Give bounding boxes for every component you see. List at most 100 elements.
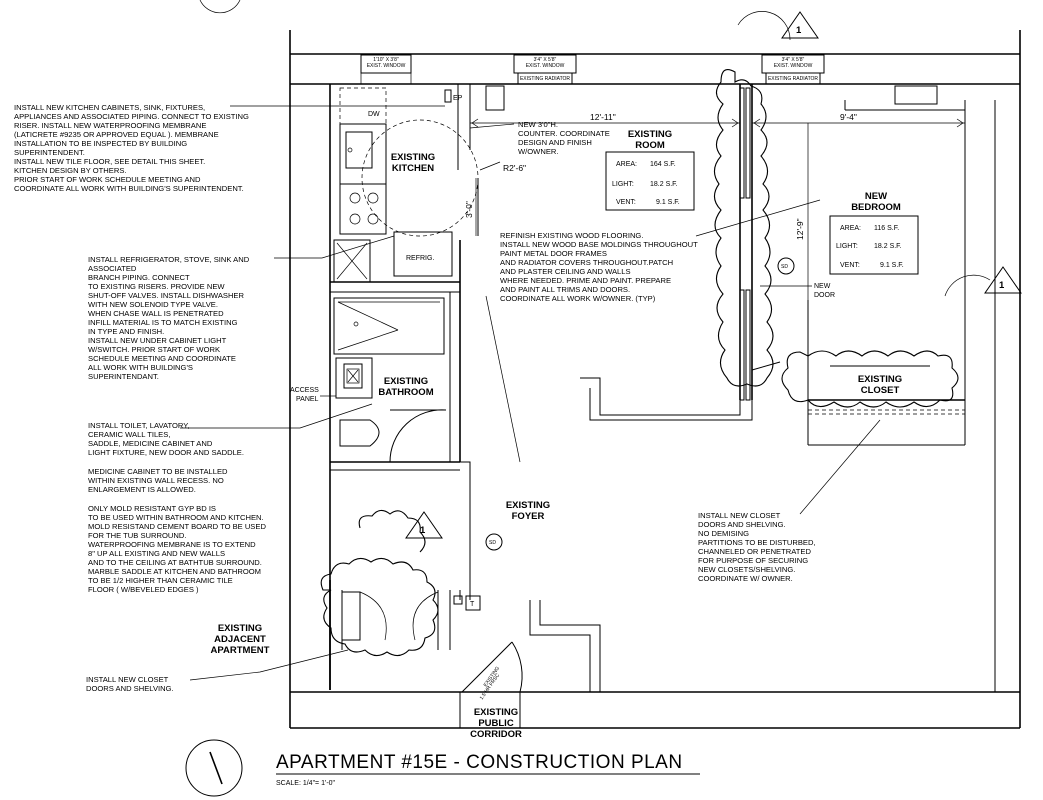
- kitchen-note-line-3: RISER. INSTALL NEW WATERPROOFING MEMBRAN…: [14, 121, 206, 130]
- adjacent-label-2: ADJACENT: [214, 634, 266, 645]
- gyp-note-line-1: ONLY MOLD RESISTANT GYP BD IS: [88, 504, 216, 513]
- foyer-label-1: EXISTING: [506, 500, 550, 511]
- closet-right-note-line-3: NO DEMISING: [698, 529, 749, 538]
- gyp-note-line-8: MARBLE SADDLE AT KITCHEN AND BATHROOM: [88, 567, 261, 576]
- bedroom-radiator-label: EXISTING RADIATOR: [768, 76, 818, 82]
- electrical-panel-label: EP: [453, 95, 463, 102]
- flooring-note-line-8: COORDINATE ALL WORK W/OWNER. (TYP): [500, 294, 656, 303]
- refrigerator-note-line-2: ASSOCIATED: [88, 264, 137, 273]
- gyp-note-line-4: FOR THE TUB SURROUND.: [88, 531, 186, 540]
- room-radiator-label: EXISTING RADIATOR: [520, 76, 570, 82]
- refrigerator-note-line-11: W/SWITCH. PRIOR START OF WORK: [88, 345, 220, 354]
- kitchen-note-line-9: PRIOR START OF WORK SCHEDULE MEETING AND: [14, 175, 201, 184]
- corridor-label-2: PUBLIC: [478, 718, 514, 729]
- bathroom-fixtures: [333, 297, 447, 463]
- flooring-note-line-7: AND PAINT ALL TRIMS AND DOORS.: [500, 285, 630, 294]
- access-panel-label-1: ACCESS: [290, 387, 319, 394]
- revision-tag-right: 1: [999, 280, 1005, 291]
- kitchen-window: 1'10" X 3'8" EXIST. WINDOW: [360, 54, 412, 85]
- bedroom-width-dim: 9'-4": [840, 112, 857, 122]
- room-label-2: ROOM: [635, 140, 665, 151]
- access-panel-label-2: PANEL: [296, 396, 319, 403]
- room-window-size: 3'4" X 5'8": [534, 57, 557, 63]
- gyp-note-line-9: TO BE 1/2 HIGHER THAN CERAMIC TILE: [88, 576, 233, 585]
- interior-walls: [329, 84, 966, 728]
- kitchen-depth-dim: 3'-0": [464, 201, 474, 218]
- kitchen-note-line-6: SUPERINTENDENT.: [14, 148, 85, 157]
- flooring-note-line-5: AND PLASTER CEILING AND WALLS: [500, 267, 631, 276]
- new-door-label-1: NEW: [814, 283, 831, 290]
- revision-tag-bottom: 1: [420, 525, 426, 536]
- closet-right-note-line-1: INSTALL NEW CLOSET: [698, 511, 781, 520]
- foyer-label-2: FOYER: [512, 511, 545, 522]
- bedroom-area-label: AREA:: [840, 225, 861, 232]
- bedroom-window-size: 3'4" X 5'8": [782, 57, 805, 63]
- toilet-note-line-3: SADDLE, MEDICINE CABINET AND: [88, 439, 213, 448]
- door-swing-dim: R2'-6": [503, 163, 526, 173]
- room-vent-label: VENT:: [616, 199, 636, 206]
- room-vent-value: 9.1 S.F.: [656, 199, 680, 206]
- thermostat-label: T: [470, 601, 475, 608]
- bedroom-area-table: AREA: 116 S.F. LIGHT: 18.2 S.F. VENT: 9.…: [829, 215, 919, 275]
- kitchen-note-line-7: INSTALL NEW TILE FLOOR, SEE DETAIL THIS …: [14, 157, 205, 166]
- kitchen-fixtures: DW REFRIG. EP: [333, 87, 479, 283]
- bedroom-label-1: NEW: [865, 191, 887, 202]
- closet-left-note-line-1: INSTALL NEW CLOSET: [86, 675, 169, 684]
- room-light-value: 18.2 S.F.: [650, 181, 678, 188]
- title-block: APARTMENT #15E - CONSTRUCTION PLAN SCALE…: [185, 0, 700, 797]
- room-area-table: AREA: 164 S.F. LIGHT: 18.2 S.F. VENT: 9.…: [605, 151, 695, 211]
- flooring-note: REFINISH EXISTING WOOD FLOORING. INSTALL…: [485, 199, 821, 463]
- refrigerator-note-line-3: BRANCH PIPING. CONNECT: [88, 273, 190, 282]
- flooring-note-line-6: WHERE NEEDED. PRIME AND PAINT. PREPARE: [500, 276, 671, 285]
- plan-title: APARTMENT #15E - CONSTRUCTION PLAN: [276, 752, 683, 773]
- medicine-note: MEDICINE CABINET TO BE INSTALLED WITHIN …: [88, 467, 228, 494]
- smoke-detector-bedroom: [777, 257, 795, 275]
- refrigerator-note: INSTALL REFRIGERATOR, STOVE, SINK AND AS…: [88, 235, 395, 381]
- refrigerator-note-line-10: INSTALL NEW UNDER CABINET LIGHT: [88, 336, 227, 345]
- kitchen-note-line-8: KITCHEN DESIGN BY OTHERS.: [14, 166, 127, 175]
- adjacent-label-1: EXISTING: [218, 623, 262, 634]
- bedroom-area-value: 116 S.F.: [874, 225, 899, 232]
- closet-right-note-line-4: PARTITIONS TO BE DISTURBED,: [698, 538, 816, 547]
- room-window-label: EXIST. WINDOW: [526, 63, 565, 69]
- refrigerator-note-line-5: SHUT-OFF VALVES. INSTALL DISHWASHER: [88, 291, 244, 300]
- refrigerator-note-line-8: INFILL MATERIAL IS TO MATCH EXISTING: [88, 318, 238, 327]
- kitchen-note-line-2: APPLIANCES AND ASSOCIATED PIPING. CONNEC…: [14, 112, 249, 121]
- toilet-note-line-1: INSTALL TOILET, LAVATORY,: [88, 421, 189, 430]
- flooring-note-line-1: REFINISH EXISTING WOOD FLOORING.: [500, 231, 643, 240]
- kitchen-note: INSTALL NEW KITCHEN CABINETS, SINK, FIXT…: [14, 103, 445, 193]
- closet-right-note-line-6: FOR PURPOSE OF SECURING: [698, 556, 808, 565]
- closet-right-note: INSTALL NEW CLOSET DOORS AND SHELVING. N…: [698, 419, 881, 583]
- toilet-note: INSTALL TOILET, LAVATORY, CERAMIC WALL T…: [88, 403, 373, 457]
- refrigerator-note-line-13: ALL WORK WITH BUILDING'S: [88, 363, 193, 372]
- medicine-note-line-1: MEDICINE CABINET TO BE INSTALLED: [88, 467, 228, 476]
- bedroom-light-label: LIGHT:: [836, 243, 858, 250]
- bedroom-label-2: BEDROOM: [851, 202, 901, 213]
- flooring-note-line-2: INSTALL NEW WOOD BASE MOLDINGS THROUGHOU…: [500, 240, 698, 249]
- corridor-label-1: EXISTING: [474, 707, 518, 718]
- smoke-detector-foyer-label: SD: [489, 540, 496, 546]
- closet-left-note-line-2: DOORS AND SHELVING.: [86, 684, 174, 693]
- bathroom-label-2: BATHROOM: [378, 387, 433, 398]
- room-area-value: 164 S.F.: [650, 161, 676, 168]
- refrigerator-note-line-1: INSTALL REFRIGERATOR, STOVE, SINK AND: [88, 255, 250, 264]
- room-area-label: AREA:: [616, 161, 637, 168]
- closet-right-note-line-5: CHANNELED OR PENETRATED: [698, 547, 811, 556]
- kitchen-note-line-1: INSTALL NEW KITCHEN CABINETS, SINK, FIXT…: [14, 103, 205, 112]
- closet-right-note-line-2: DOORS AND SHELVING.: [698, 520, 786, 529]
- gyp-note-line-3: MOLD RESISTAND CEMENT BOARD TO BE USED: [88, 522, 266, 531]
- bedroom-depth-dim: 12'-9": [795, 218, 805, 240]
- new-door-label-2: DOOR: [814, 292, 835, 299]
- kitchen-note-line-4: (LATICRETE #9235 OR APPROVED EQUAL ). ME…: [14, 130, 219, 139]
- dimensions: 12'-11" 9'-4" 12'-9" 3'-0" R2'-6": [464, 112, 965, 400]
- revision-clouds: [320, 11, 991, 657]
- refrigerator-note-line-14: SUPERINTENDANT.: [88, 372, 159, 381]
- adjacent-closet: T: [342, 591, 481, 641]
- adjacent-label-3: APARTMENT: [211, 645, 270, 656]
- closet-label-2: CLOSET: [861, 385, 900, 396]
- medicine-note-line-2: WITHIN EXISTING WALL RECESS. NO: [88, 476, 224, 485]
- counter-note-line-4: W/OWNER.: [518, 147, 559, 156]
- refrigerator-note-line-4: TO EXISTING RISERS. PROVIDE NEW: [88, 282, 225, 291]
- counter-note-line-3: DESIGN AND FINISH: [518, 138, 592, 147]
